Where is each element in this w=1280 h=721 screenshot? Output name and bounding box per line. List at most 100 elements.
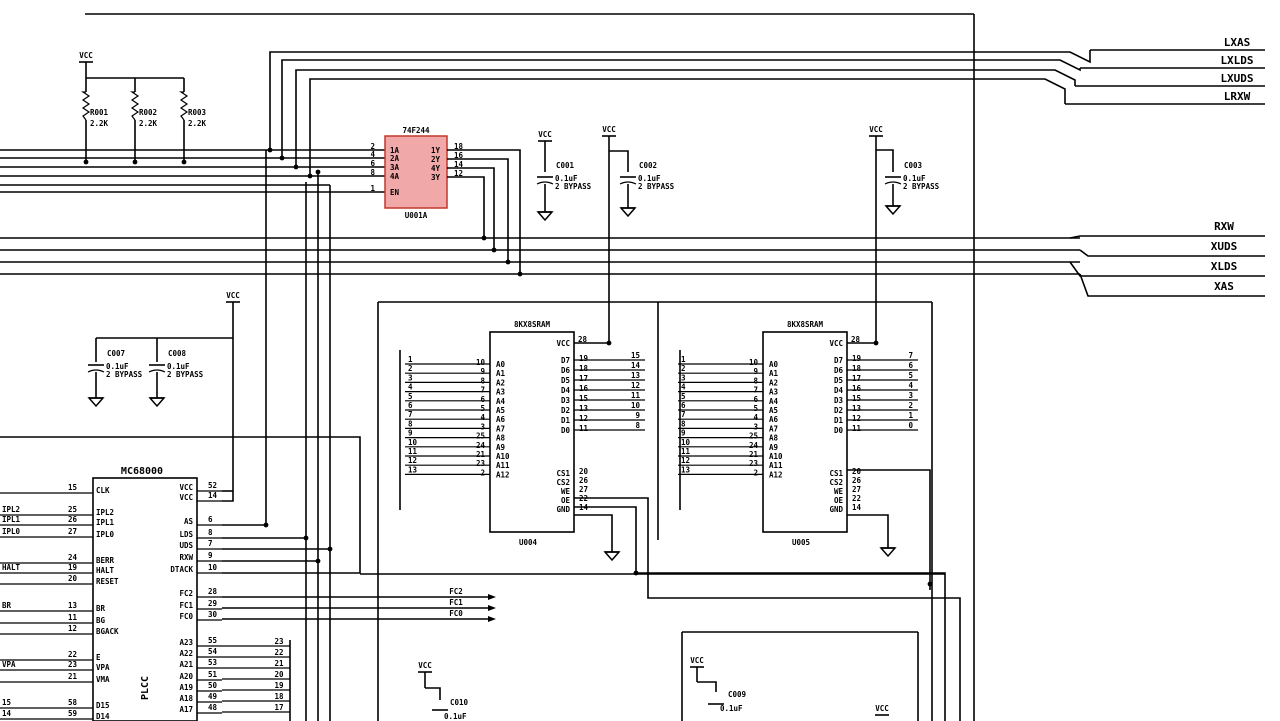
ram-u004-ctrl-cs2: CS2 xyxy=(556,478,570,487)
cpu-pin-num: 22 xyxy=(68,650,77,659)
cpu-pin-ipl1: IPL1 xyxy=(96,518,115,527)
vcc-label: VCC xyxy=(538,130,552,139)
ram-u004-addr-pin: 10 xyxy=(476,358,486,367)
cap-note: 2 BYPASS xyxy=(555,182,592,191)
cpu-pin-a17-16: A17 xyxy=(179,705,193,714)
cpu-pin-num: 13 xyxy=(68,601,78,610)
vcc-label: VCC xyxy=(869,125,883,134)
cap-value: 0.1uF xyxy=(720,704,743,713)
ram-u005-data-pin: 16 xyxy=(852,384,862,393)
buffer-in-pin: 2 xyxy=(370,142,375,151)
vcc-label: VCC xyxy=(875,704,889,713)
ram-u005-data-bit: 2 xyxy=(908,401,913,410)
ram-u004-data-bit: 12 xyxy=(631,381,640,390)
buffer-out-pin: 12 xyxy=(454,169,463,178)
ram-u005-addr-pin: 10 xyxy=(749,358,759,367)
cap-note: 2 BYPASS xyxy=(106,370,143,379)
ram-u005-data-bit: 5 xyxy=(908,371,913,380)
ram-u005-data-bit: 4 xyxy=(908,381,913,390)
cpu-pin-num: 26 xyxy=(68,515,78,524)
ground-symbol xyxy=(603,551,621,562)
cpu-pin-num: 52 xyxy=(208,481,217,490)
vcc-label: VCC xyxy=(690,656,704,665)
cpu-ext-label: IPL2 xyxy=(2,505,20,514)
junction-dot xyxy=(279,155,285,161)
cpu-pin-dtack-6: DTACK xyxy=(170,565,193,574)
cpu-mc68000-body xyxy=(92,477,198,721)
ram-u005-ctrl-pin: 22 xyxy=(852,494,861,503)
buffer-out-pin: 16 xyxy=(454,151,464,160)
cpu-pin-num: 58 xyxy=(68,698,78,707)
ram-u004-data-pin: 13 xyxy=(579,404,589,413)
vcc-label: VCC xyxy=(79,51,93,60)
ram-u005-addr-line-num: 11 xyxy=(681,447,691,456)
output-wire-LRXW xyxy=(309,78,1066,177)
ram-u005-data-d4: D4 xyxy=(834,386,844,395)
ram-u005-addr-a9: A9 xyxy=(769,443,779,452)
ram-u005-data-d7: D7 xyxy=(834,356,843,365)
ram-u004-addr-pin: 7 xyxy=(480,386,485,395)
ram-u004-addr-line-num: 12 xyxy=(408,456,417,465)
cpu-pin-ipl0: IPL0 xyxy=(96,530,115,539)
ram-u004-addr-pin: 2 xyxy=(480,468,485,477)
junction-dot xyxy=(303,535,309,541)
ram-u005-data-d3: D3 xyxy=(834,396,844,405)
mid-output-XAS xyxy=(1079,273,1265,297)
junction-dot xyxy=(927,581,933,587)
ram-u004-data-pin: 11 xyxy=(579,424,589,433)
ram-u005-data-d6: D6 xyxy=(834,366,844,375)
ram-u004-addr-line-num: 6 xyxy=(408,401,413,410)
cpu-pin-num: 48 xyxy=(208,703,218,712)
ram-u004-addr-line-num: 2 xyxy=(408,364,413,373)
buffer-out-wire xyxy=(447,176,485,238)
ram-u004-vcc-pin-num: 28 xyxy=(578,335,588,344)
cpu-pin-num: 9 xyxy=(208,551,213,560)
resistor-value-3: 2.2K xyxy=(188,119,207,128)
cpu-pin-berr: BERR xyxy=(96,556,115,565)
cap-note: 2 BYPASS xyxy=(638,182,675,191)
ram-u004-data-d5: D5 xyxy=(561,376,570,385)
cpu-pin-num: 6 xyxy=(208,515,213,524)
cpu-pin-num: 30 xyxy=(208,610,218,619)
ram-u005-data-d1: D1 xyxy=(834,416,844,425)
ram-u004-addr-pin: 25 xyxy=(476,432,485,441)
cpu-pin-ipl2: IPL2 xyxy=(96,508,114,517)
ram-u005-addr-a4: A4 xyxy=(769,397,779,406)
ram-u004-data-d3: D3 xyxy=(561,396,571,405)
cpu-pin-halt: HALT xyxy=(96,566,115,575)
ram-u005-addr-a11: A11 xyxy=(769,461,783,470)
ram-u004-addr-a9: A9 xyxy=(496,443,506,452)
resistor-value-2: 2.2K xyxy=(139,119,158,128)
buffer-out-pin: 14 xyxy=(454,160,464,169)
ram-u004-addr-line-num: 11 xyxy=(408,447,418,456)
cpu-pin-a20-13: A20 xyxy=(179,672,193,681)
ram-u005-addr-pin: 4 xyxy=(753,413,758,422)
ram-u005-data-bit: 3 xyxy=(908,391,913,400)
mid-output-label-rxw: RXW xyxy=(1214,220,1234,233)
cpu-pin-vma: VMA xyxy=(96,675,110,684)
ram-u004-addr-line-num: 10 xyxy=(408,438,418,447)
cpu-pin-num: 7 xyxy=(208,539,213,548)
cpu-pin-num: 53 xyxy=(208,658,218,667)
ram-u004-addr-a10: A10 xyxy=(496,452,510,461)
ram-u005-addr-pin: 9 xyxy=(753,367,758,376)
ram-u005-body xyxy=(762,331,848,533)
fc-label-fc1: FC1 xyxy=(449,598,463,607)
ram-u004-addr-pin: 24 xyxy=(476,441,486,450)
ram-u004-addr-a3: A3 xyxy=(496,388,506,397)
cpu-pin-lds-3: LDS xyxy=(179,530,193,539)
cap-value: 0.1uF xyxy=(638,174,661,183)
cpu-pin-num: 10 xyxy=(208,563,218,572)
ram-u005-data-pin: 17 xyxy=(852,374,861,383)
buffer-in-pin: 4 xyxy=(370,150,375,159)
ram-u005-addr-a0: A0 xyxy=(769,360,779,369)
cap-wire xyxy=(609,150,629,172)
cpu-pin-num: 50 xyxy=(208,681,218,690)
junction-dot xyxy=(873,340,879,346)
output-wire-LXLDS xyxy=(281,59,1081,159)
cpu-pin-num: 49 xyxy=(208,692,218,701)
ram-gnd-wire xyxy=(574,514,613,552)
mid-output-label-xlds: XLDS xyxy=(1211,260,1238,273)
arrow-head xyxy=(488,616,496,622)
junction-dot xyxy=(83,159,89,165)
